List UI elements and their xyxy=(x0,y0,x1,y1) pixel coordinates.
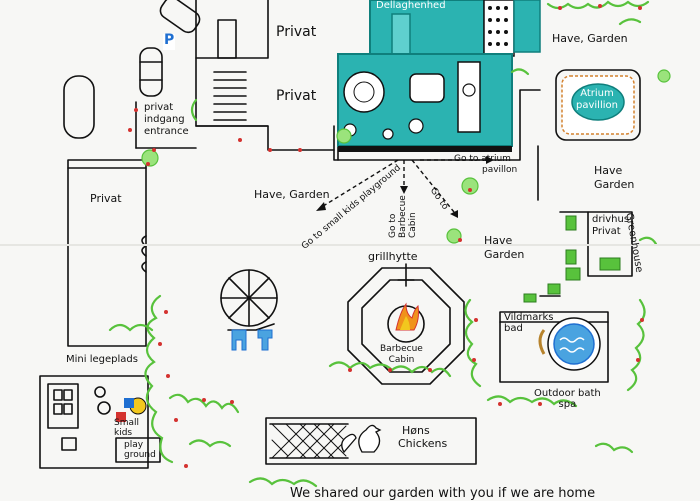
parking-letter: P xyxy=(164,32,175,48)
label-privat-top: Privat xyxy=(276,24,317,40)
label-have-garden-top-right: Have, Garden xyxy=(552,32,628,45)
label-grillhytte: grillhytte xyxy=(368,250,418,263)
label-atrium-pavilion: Atrium pavillion xyxy=(576,88,618,111)
flowers xyxy=(128,4,644,468)
label-vildmarks-bad: Vildmarks bad xyxy=(504,312,554,334)
fire-pit-icon xyxy=(395,302,419,331)
label-private-entrance: privat indgang entrance xyxy=(144,102,189,137)
greenhouse-planters xyxy=(523,215,621,303)
paper-fold xyxy=(0,244,700,246)
label-go-barbecue: Go to Barbecue Cabin xyxy=(388,195,418,238)
label-small-kids: Small kids xyxy=(114,418,139,438)
private-building xyxy=(195,0,335,151)
chicken-icon xyxy=(341,424,382,454)
path-arrows xyxy=(319,159,486,213)
hot-tub-icon xyxy=(538,317,601,371)
label-outdoor-bath: Outdoor bath spa xyxy=(534,388,601,410)
label-have-garden-mid: Have Garden xyxy=(484,234,525,261)
outdoor-spa xyxy=(499,311,609,383)
top-house xyxy=(337,0,541,152)
playground-toys xyxy=(116,397,147,422)
label-go-to-atrium: Go to atrium pavillon xyxy=(454,154,518,175)
left-private-house xyxy=(67,159,147,347)
label-have-garden-right: Have Garden xyxy=(594,164,635,191)
parking-sign-icon xyxy=(163,34,175,50)
label-privat-left: Privat xyxy=(90,192,122,205)
umbrella-table-icon xyxy=(220,269,278,331)
mini-playground xyxy=(39,375,161,469)
barbecue-cabin xyxy=(347,263,465,385)
bushes xyxy=(141,69,671,244)
label-privat-mid: Privat xyxy=(276,88,317,104)
label-have-garden-center: Have, Garden xyxy=(254,188,330,201)
label-drivhus: drivhus Privat xyxy=(592,214,630,237)
label-playground: play ground xyxy=(124,440,156,460)
top-house-title: Dellaghenhed xyxy=(376,0,446,11)
atrium-table xyxy=(561,75,635,135)
chicken-coop xyxy=(265,417,477,465)
label-mini-legeplads: Mini legeplads xyxy=(66,354,138,365)
laundry-icon xyxy=(231,329,273,351)
label-chickens: Høns Chickens xyxy=(398,424,448,450)
label-barbecue-cabin: Barbecue Cabin xyxy=(380,344,423,365)
footer-caption: We shared our garden with you if we are … xyxy=(290,486,596,501)
atrium-pavilion xyxy=(555,69,641,141)
